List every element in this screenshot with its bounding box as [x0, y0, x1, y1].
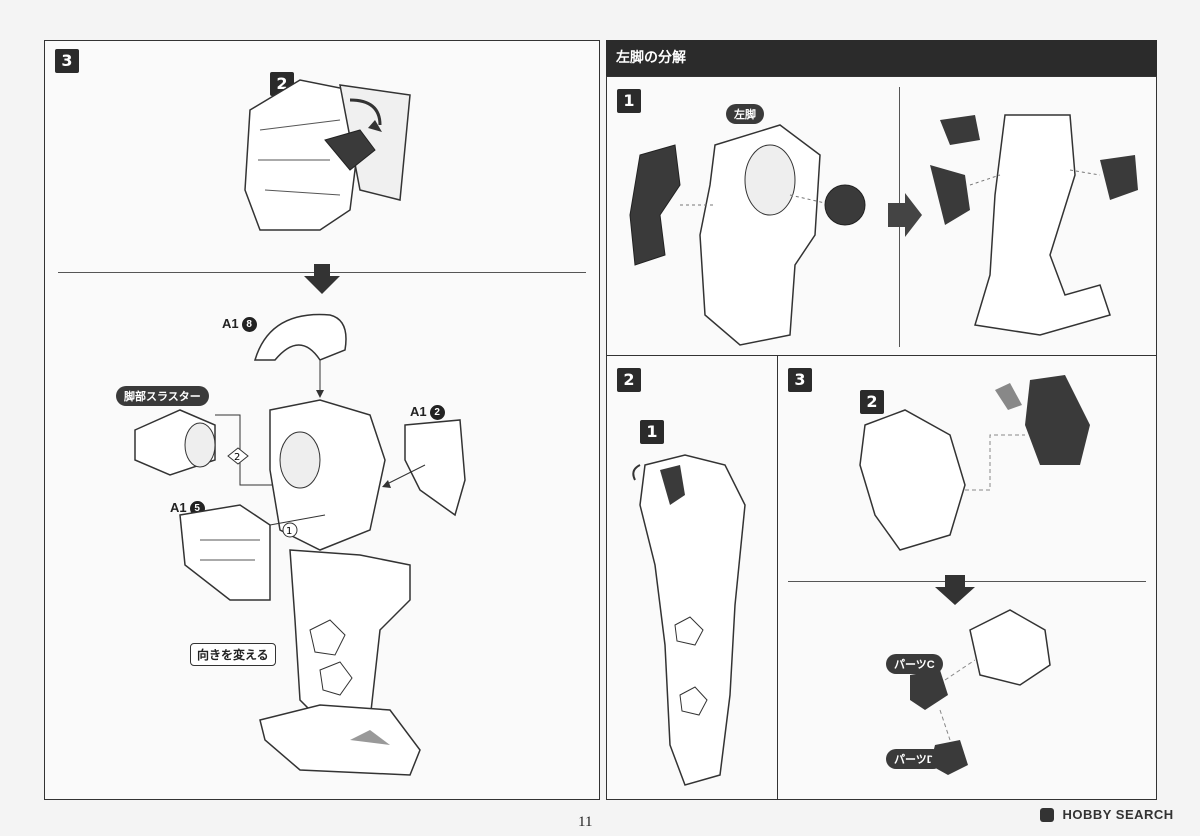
step3-divider	[788, 581, 1146, 582]
part-c-label: パーツC	[886, 654, 943, 674]
thigh-illustration	[632, 454, 746, 786]
step-badge: 3	[55, 49, 79, 73]
watermark-text: HOBBY SEARCH	[1062, 807, 1174, 822]
section-header: 左脚の分解	[606, 40, 1157, 76]
step3-badge: 3	[788, 368, 812, 392]
hobby-search-logo-icon	[1040, 807, 1054, 822]
knee-part-disassembly-illustration	[859, 375, 1090, 775]
page-number: 11	[578, 814, 593, 830]
down-arrow-icon	[304, 264, 340, 294]
part-d-label: パーツD	[886, 749, 943, 769]
step2-sub-badge: 1	[640, 420, 664, 444]
step1-badge: 1	[617, 89, 641, 113]
step2-badge: 2	[617, 368, 641, 392]
left-leg-label: 左脚	[726, 104, 764, 124]
leg-exploded-illustration: 2 1	[134, 313, 466, 776]
step-mark-2: 2	[234, 452, 240, 463]
step3-sub-badge: 2	[860, 390, 884, 414]
left-leg-disassembly-illustration	[629, 114, 1138, 346]
direction-label: 向きを変える	[190, 643, 276, 666]
knee-assembly-illustration	[244, 79, 411, 231]
step-mark-1: 1	[286, 526, 292, 537]
watermark-group: HOBBY SEARCH	[1040, 806, 1174, 824]
right-step3-panel: 3	[777, 355, 1157, 800]
thruster-label: 脚部スラスター	[116, 386, 209, 406]
